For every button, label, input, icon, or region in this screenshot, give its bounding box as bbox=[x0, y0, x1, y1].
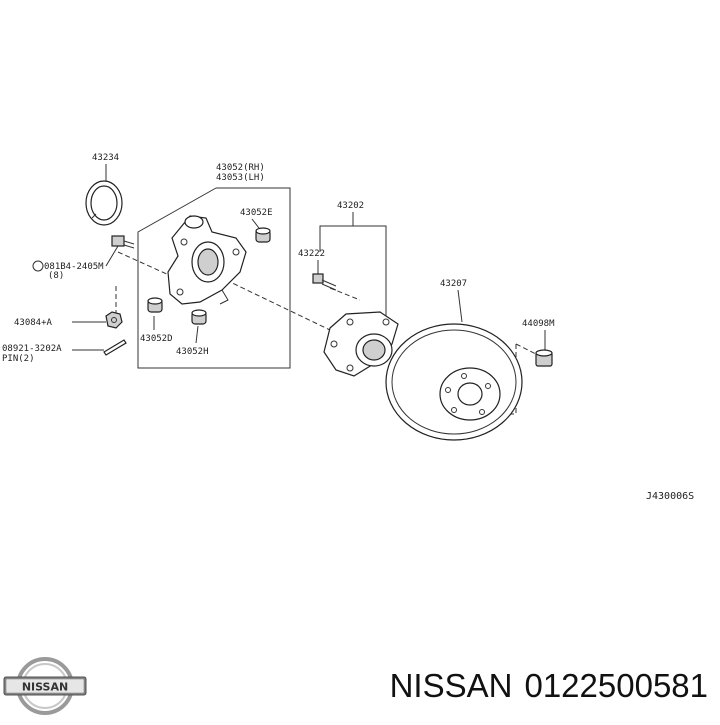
leader-43207 bbox=[457, 289, 463, 323]
part-43052h-bushing bbox=[191, 309, 207, 325]
label-43207: 43207 bbox=[440, 279, 467, 289]
label-43052h: 43052H bbox=[176, 347, 209, 357]
part-43202-hub bbox=[323, 311, 399, 377]
label-08921: 08921-3202A bbox=[2, 344, 62, 354]
label-43052-rh: 43052(RH) bbox=[216, 163, 265, 173]
part-08184-bolt bbox=[111, 235, 135, 249]
part-number: 0122500581 bbox=[524, 667, 708, 704]
part-43207-brake-disc bbox=[385, 323, 523, 441]
label-08921-pin: PIN(2) bbox=[2, 354, 35, 364]
part-caption: NISSAN 0122500581 bbox=[378, 664, 708, 708]
label-43053-lh: 43053(LH) bbox=[216, 173, 265, 183]
label-43052e: 43052E bbox=[240, 208, 273, 218]
part-08921-pin bbox=[103, 339, 127, 356]
leader-43052h bbox=[195, 325, 199, 344]
brand-name: NISSAN bbox=[389, 667, 513, 704]
dash-knuckle-hub bbox=[225, 279, 331, 331]
part-43234-snap-ring bbox=[85, 180, 123, 226]
part-43052d-bushing bbox=[147, 297, 163, 313]
nissan-logo: NISSAN bbox=[2, 655, 88, 722]
part-43052e-bushing bbox=[255, 227, 271, 243]
part-43052-knuckle bbox=[167, 215, 247, 305]
logo-text: NISSAN bbox=[22, 681, 68, 694]
bracket-knuckle-group bbox=[137, 187, 291, 369]
circle-marker bbox=[32, 260, 44, 272]
label-43222: 43222 bbox=[298, 249, 325, 259]
label-43084: 43084+A bbox=[14, 318, 53, 328]
label-43052d: 43052D bbox=[140, 334, 173, 344]
part-43222-hub-bolt bbox=[312, 273, 337, 291]
label-43234: 43234 bbox=[92, 153, 119, 163]
dash-screw bbox=[515, 343, 537, 355]
label-08184-qty: (8) bbox=[48, 271, 64, 281]
part-43084-nut bbox=[105, 311, 123, 329]
part-44098m-screw bbox=[535, 349, 553, 367]
drawing-code: J430006S bbox=[646, 491, 694, 502]
dash-bolt-hub bbox=[329, 287, 361, 301]
label-43202: 43202 bbox=[337, 201, 364, 211]
label-44098m: 44098M bbox=[522, 319, 555, 329]
label-08184: 081B4-2405M bbox=[44, 262, 104, 272]
leader-08184 bbox=[105, 245, 119, 267]
